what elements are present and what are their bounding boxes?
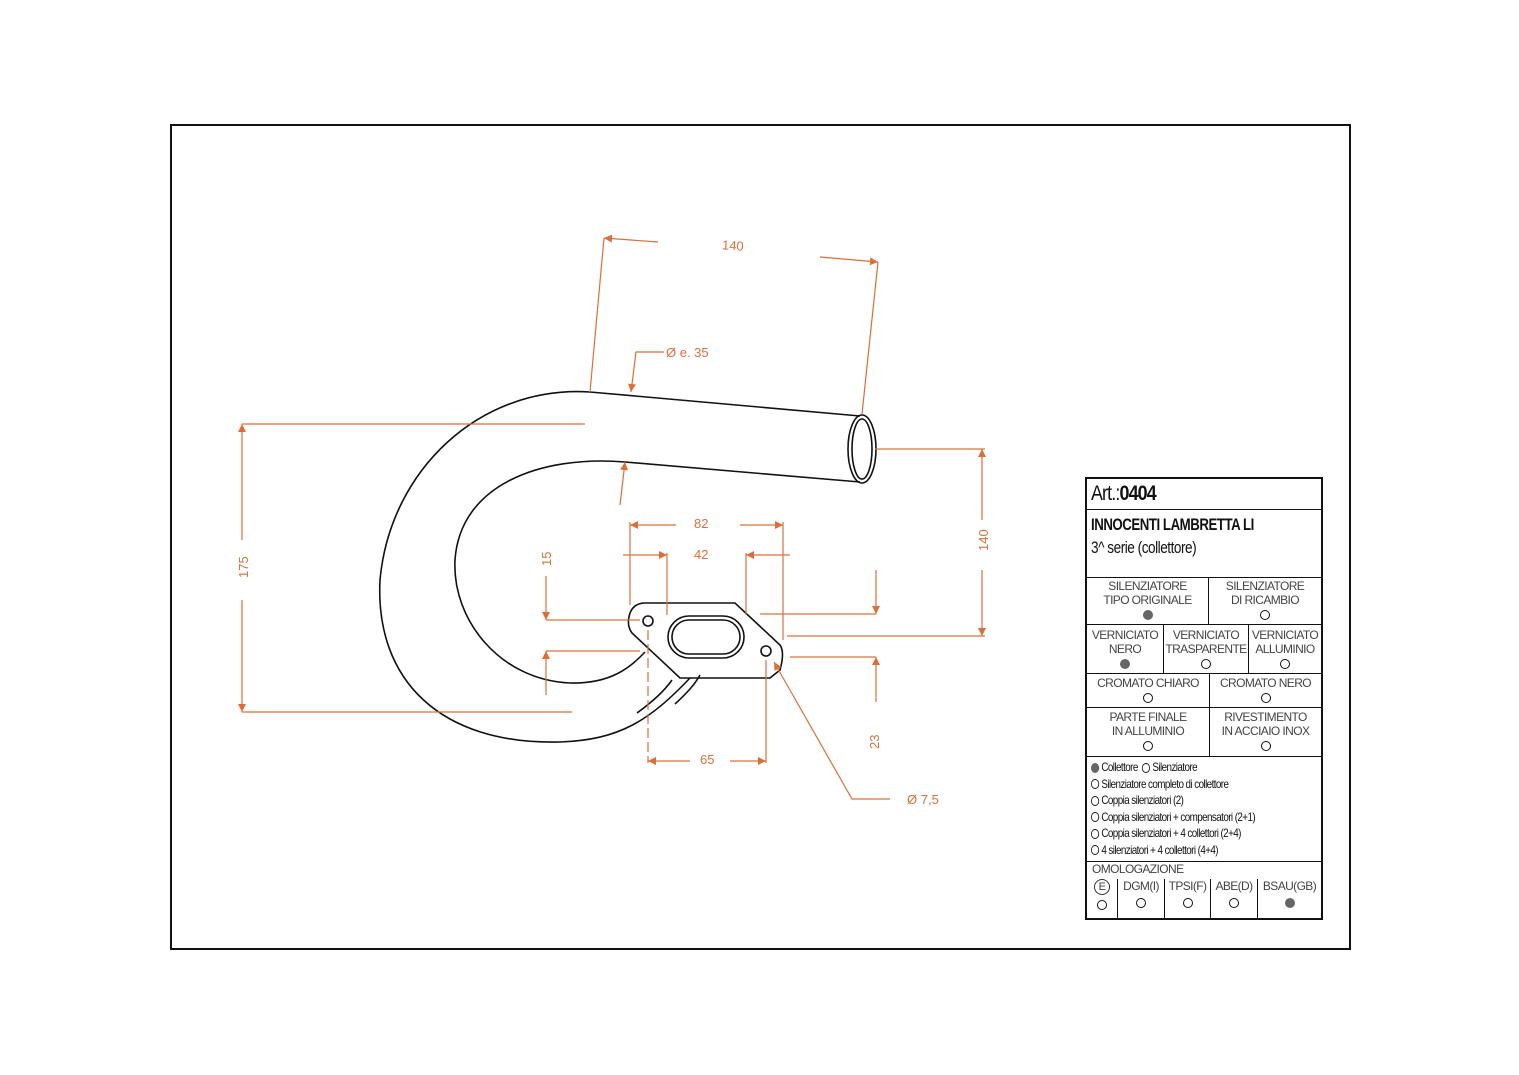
type-label: Coppia silenziatori + compensatori (2+1)	[1101, 809, 1256, 824]
homologation-abe: ABE(D)	[1211, 879, 1258, 918]
type-row: Silenziatore completo di collettore	[1091, 776, 1280, 793]
option-label: IN ALLUMINIO	[1111, 724, 1185, 738]
dim-port-width: 42	[694, 547, 708, 562]
option-label: TRASPARENTE	[1165, 642, 1247, 656]
radio-empty-icon	[1091, 828, 1100, 839]
homologation-e: E	[1087, 879, 1118, 918]
option-label: TIPO ORIGINALE	[1103, 593, 1192, 607]
dimension-lines	[238, 234, 986, 800]
article-row: Art.:0404	[1087, 479, 1321, 510]
type-label: Collettore	[1101, 760, 1138, 774]
radio-empty-icon	[1091, 845, 1100, 856]
homologation-dgm: DGM(I)	[1118, 879, 1165, 918]
radio-empty-icon	[1136, 897, 1146, 908]
option-cromato-chiaro: CROMATO CHIARO	[1087, 674, 1210, 708]
type-label: Silenziatore	[1152, 760, 1197, 774]
type-list: Collettore Silenziatore Silenziatore com…	[1087, 757, 1321, 862]
radio-filled-icon	[1284, 897, 1295, 908]
option-label: VERNICIATO	[1172, 628, 1240, 642]
option-label: IN ACCIAIO INOX	[1221, 724, 1310, 738]
homologation-bsau: BSAU(GB)	[1258, 879, 1321, 918]
radio-empty-icon	[1260, 609, 1270, 620]
radio-empty-icon	[1143, 692, 1153, 703]
option-label: CROMATO CHIARO	[1097, 676, 1199, 690]
type-label: Coppia silenziatori + 4 collettori (2+4)	[1101, 826, 1241, 840]
homologation-label: TPSI(F)	[1168, 879, 1207, 893]
pipe	[379, 390, 877, 743]
homologation-label: BSAU(GB)	[1262, 879, 1317, 893]
type-label: Silenziatore completo di collettore	[1101, 776, 1229, 791]
option-label: PARTE FINALE	[1109, 710, 1187, 724]
option-cromato-nero: CROMATO NERO	[1210, 674, 1321, 708]
radio-empty-icon	[1229, 897, 1239, 908]
flange	[627, 602, 784, 679]
option-label: VERNICIATO	[1091, 628, 1159, 642]
radio-empty-icon	[1091, 779, 1100, 790]
dim-hole-spacing: 65	[700, 752, 714, 767]
dimension-labels: 140 Ø e. 35 175 140 82 42 15 65 23 Ø 7,5	[236, 237, 991, 807]
article-label: Art.:	[1091, 482, 1120, 505]
e-mark-icon: E	[1094, 879, 1110, 895]
type-label: 4 silenziatori + 4 collettori (4+4)	[1101, 842, 1219, 857]
dim-offset-left: 15	[539, 552, 554, 566]
homologation-title: OMOLOGAZIONE	[1092, 862, 1184, 876]
dim-right-height: 140	[976, 529, 991, 551]
radio-filled-icon	[1120, 658, 1130, 669]
option-label: NERO	[1108, 642, 1142, 656]
article-number: 0404	[1119, 482, 1156, 505]
radio-filled-icon	[1091, 762, 1100, 773]
option-label: RIVESTIMENTO	[1224, 710, 1307, 724]
type-row: Coppia silenziatori + compensatori (2+1)	[1091, 809, 1280, 826]
type-row: Collettore Silenziatore	[1091, 759, 1280, 776]
type-row: 4 silenziatori + 4 collettori (4+4)	[1091, 842, 1280, 859]
series-name: 3^ serie (collettore)	[1091, 538, 1197, 557]
type-row: Coppia silenziatori + 4 collettori (2+4)	[1091, 825, 1280, 842]
homologation-label: DGM(I)	[1123, 879, 1159, 893]
radio-empty-icon	[1142, 762, 1151, 773]
radio-empty-icon	[1280, 658, 1290, 669]
option-label: VERNICIATO	[1251, 628, 1319, 642]
dim-pipe-diameter: Ø e. 35	[666, 345, 709, 360]
radio-empty-icon	[1260, 740, 1271, 751]
radio-empty-icon	[1260, 692, 1271, 703]
option-label: SILENZIATORE	[1108, 579, 1187, 593]
radio-empty-icon	[1201, 658, 1211, 669]
title-block: Art.:0404 INNOCENTI LAMBRETTA LI 3^ seri…	[1085, 477, 1323, 920]
model-name: INNOCENTI LAMBRETTA LI	[1091, 515, 1254, 534]
homologation-tpsi: TPSI(F)	[1165, 879, 1211, 918]
type-row: Coppia silenziatori (2)	[1091, 792, 1280, 809]
radio-empty-icon	[1091, 795, 1100, 806]
option-label: CROMATO NERO	[1219, 676, 1312, 690]
dim-offset-right: 23	[867, 735, 882, 749]
dim-hole-diameter: Ø 7,5	[907, 792, 939, 807]
radio-empty-icon	[1097, 899, 1107, 910]
dim-total-height: 175	[236, 556, 251, 578]
dim-flange-width: 82	[694, 516, 708, 531]
product-row: INNOCENTI LAMBRETTA LI 3^ serie (collett…	[1087, 510, 1321, 578]
homologation-label: ABE(D)	[1215, 879, 1253, 893]
dim-top-length: 140	[722, 237, 745, 253]
radio-filled-icon	[1142, 609, 1153, 620]
option-label: DI RICAMBIO	[1230, 593, 1300, 607]
drawing-frame	[170, 124, 1351, 950]
option-label: ALLUMINIO	[1255, 642, 1315, 656]
option-label: SILENZIATORE	[1225, 579, 1305, 593]
radio-empty-icon	[1143, 740, 1153, 751]
type-label: Coppia silenziatori (2)	[1101, 793, 1184, 807]
radio-empty-icon	[1182, 897, 1193, 908]
radio-empty-icon	[1091, 812, 1100, 823]
